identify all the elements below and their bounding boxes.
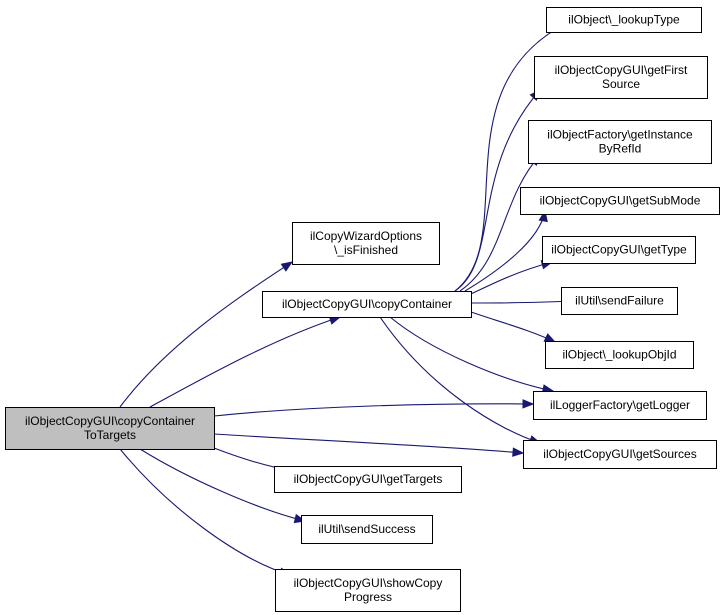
node-getsources[interactable]: ilObjectCopyGUI\getSources [523,440,717,469]
node-copycontainer[interactable]: ilObjectCopyGUI\copyContainer [262,291,472,318]
node-getsubmode[interactable]: ilObjectCopyGUI\getSubMode [520,187,720,215]
node-label-line: ilUtil\sendFailure [575,294,664,308]
node-label-line: ilObjectCopyGUI\getType [551,243,687,257]
arrow-head [522,399,535,409]
node-box [546,7,702,33]
node-box [542,236,696,264]
node-lookupobjid[interactable]: ilObject\_lookupObjId [545,341,694,369]
node-box [534,56,708,99]
node-box [520,187,720,215]
node-label-line: ToTargets [84,428,136,442]
node-label-line: ilObjectCopyGUI\copyContainer [25,414,195,428]
node-box [274,466,462,493]
node-box [5,407,215,450]
node-label-line: ilLoggerFactory\getLogger [550,398,690,412]
node-label-line: ilObject\_lookupObjId [562,348,676,362]
edge-copycontainer-to-sendfailure [470,296,574,307]
arrow-head [280,261,294,272]
node-label-line: ilObjectFactory\getInstance [547,128,693,142]
node-sendsuccess[interactable]: ilUtil\sendSuccess [301,515,433,544]
node-label-line: \_isFinished [334,243,398,257]
node-label-line: Progress [344,590,392,604]
node-box [545,341,694,369]
call-nodes: ilObjectCopyGUI\copyContainerToTargetsil… [5,7,720,612]
node-label-line: ilObjectCopyGUI\copyContainer [282,297,452,311]
node-label-line: ilObjectCopyGUI\showCopy [294,576,443,590]
edge-root-to-getlogger [213,399,535,417]
node-label-line: Source [602,77,640,91]
node-box [561,287,678,315]
edge-root-to-copycontainer [149,315,342,408]
node-wizard[interactable]: ilCopyWizardOptions\_isFinished [292,222,440,265]
edge-copycontainer-to-lookupobjid [470,311,557,343]
node-lookuptype[interactable]: ilObject\_lookupType [546,7,702,33]
node-gettype[interactable]: ilObjectCopyGUI\getType [542,236,696,264]
edge-root-to-getsources [213,433,525,457]
node-box [292,222,440,265]
arrow-head [543,333,557,343]
edge-root-to-wizard [119,261,294,408]
node-label-line: ilObjectCopyGUI\getSources [543,447,696,461]
node-label-line: ilObject\_lookupType [568,13,680,27]
node-gettargets[interactable]: ilObjectCopyGUI\getTargets [274,466,462,493]
edge-copycontainer-to-getlogger [389,316,555,394]
node-label-line: ilObjectCopyGUI\getTargets [294,472,443,486]
node-label-line: ilObjectCopyGUI\getSubMode [540,194,701,208]
edge-copycontainer-to-getsubmode [464,209,548,292]
node-box [301,515,433,544]
node-sendfailure[interactable]: ilUtil\sendFailure [561,287,678,315]
node-box [533,391,707,420]
node-label-line: ilObjectCopyGUI\getFirst [555,63,688,77]
node-box [275,569,461,612]
node-box [523,440,717,469]
node-box [262,291,472,318]
edge-copycontainer-to-gettype [470,260,554,295]
arrow-head [512,447,525,457]
node-label-line: ByRefId [599,142,642,156]
edge-copycontainer-to-getsources [379,316,542,445]
node-label-line: ilUtil\sendSuccess [318,522,415,536]
node-box [528,120,712,164]
edge-root-to-showprogress [119,448,292,577]
node-label-line: ilCopyWizardOptions [310,229,422,243]
node-getlogger[interactable]: ilLoggerFactory\getLogger [533,391,707,420]
